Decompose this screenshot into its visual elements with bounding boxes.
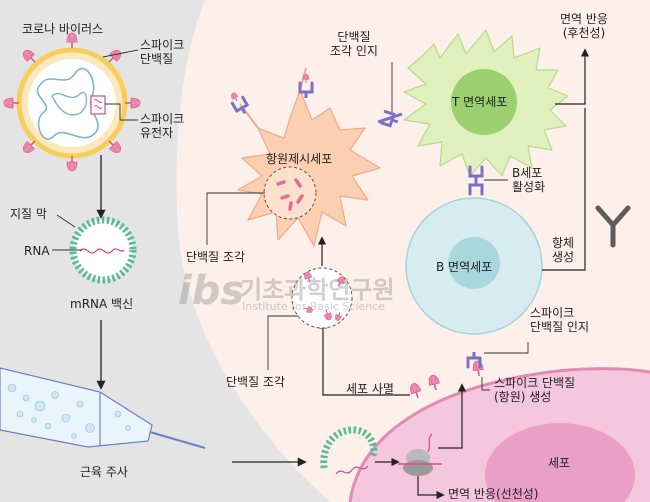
label-spike-protein: 스파이크 단백질	[140, 38, 185, 67]
host-cell-nucleus	[485, 423, 635, 502]
label-immune-response-later: 면역 반응 (후천성)	[560, 12, 608, 41]
pointer-lipid-membrane	[56, 214, 76, 228]
label-muscle-injection: 근육 주사	[80, 465, 128, 479]
label-antibody-production: 항체 생성	[552, 236, 575, 265]
mrna-vaccine-particle	[69, 216, 137, 284]
label-protein-fragment-recognition: 단백질 조각 인지	[330, 30, 378, 59]
label-rna: RNA	[24, 244, 50, 258]
watermark-english: Institute for Basic Science	[242, 300, 386, 313]
label-cell: 세포	[548, 456, 571, 470]
t-cell	[403, 29, 569, 177]
corona-virus	[3, 32, 141, 172]
arrow-t-to-immune-response	[555, 48, 590, 105]
label-lipid-membrane: 지질 막	[10, 207, 47, 221]
pointer-protein-fragment-1	[206, 192, 265, 245]
protein-fragment-circle-2	[291, 267, 353, 329]
label-b-cell-activation: B세포 활성화	[512, 166, 546, 195]
pointer-spike-recognition	[484, 342, 529, 354]
mrna-entering-cell	[320, 426, 378, 475]
pointer-spike-protein	[102, 49, 139, 58]
label-b-cell: B 면역세포	[436, 260, 493, 274]
label-corona-virus: 코로나 바이러스	[22, 22, 104, 36]
ribosome	[398, 433, 442, 476]
label-spike-protein-recognition: 스파이크 단백질 인지	[530, 306, 590, 335]
pointer-protein-fragment-2	[267, 315, 298, 370]
arrow-cell-death	[318, 320, 410, 396]
label-immune-response-innate: 면역 반응(선천성)	[448, 487, 539, 501]
pointer-spike-gene	[105, 103, 138, 121]
watermark-logo: ibs	[178, 268, 245, 314]
apc-t-cell-link	[377, 112, 403, 124]
watermark-korean: 기초과학연구원	[240, 276, 395, 304]
label-mrna-vaccine: mRNA 백신	[70, 297, 134, 311]
pointer-spike-antigen	[481, 377, 490, 391]
label-t-cell: T 면역세포	[452, 95, 508, 109]
b-cell	[405, 197, 543, 335]
label-apc: 항원제시세포	[266, 152, 333, 166]
arrow-ribosome-to-innate	[417, 476, 445, 500]
spike-gene-box	[90, 95, 106, 115]
label-cell-death: 세포 사멸	[346, 382, 394, 396]
arrow-ribosome-to-spike	[438, 383, 467, 449]
arrow-b-to-immune-response	[542, 108, 586, 271]
label-spike-gene: 스파이크 유전자	[140, 112, 185, 141]
syringe	[0, 367, 206, 450]
label-protein-fragment-1: 단백질 조각	[186, 250, 246, 264]
label-protein-fragment-2: 단백질 조각	[226, 375, 286, 389]
antibody-icon	[595, 205, 631, 248]
label-spike-protein-antigen: 스파이크 단백질 (항원) 생성	[494, 376, 576, 405]
